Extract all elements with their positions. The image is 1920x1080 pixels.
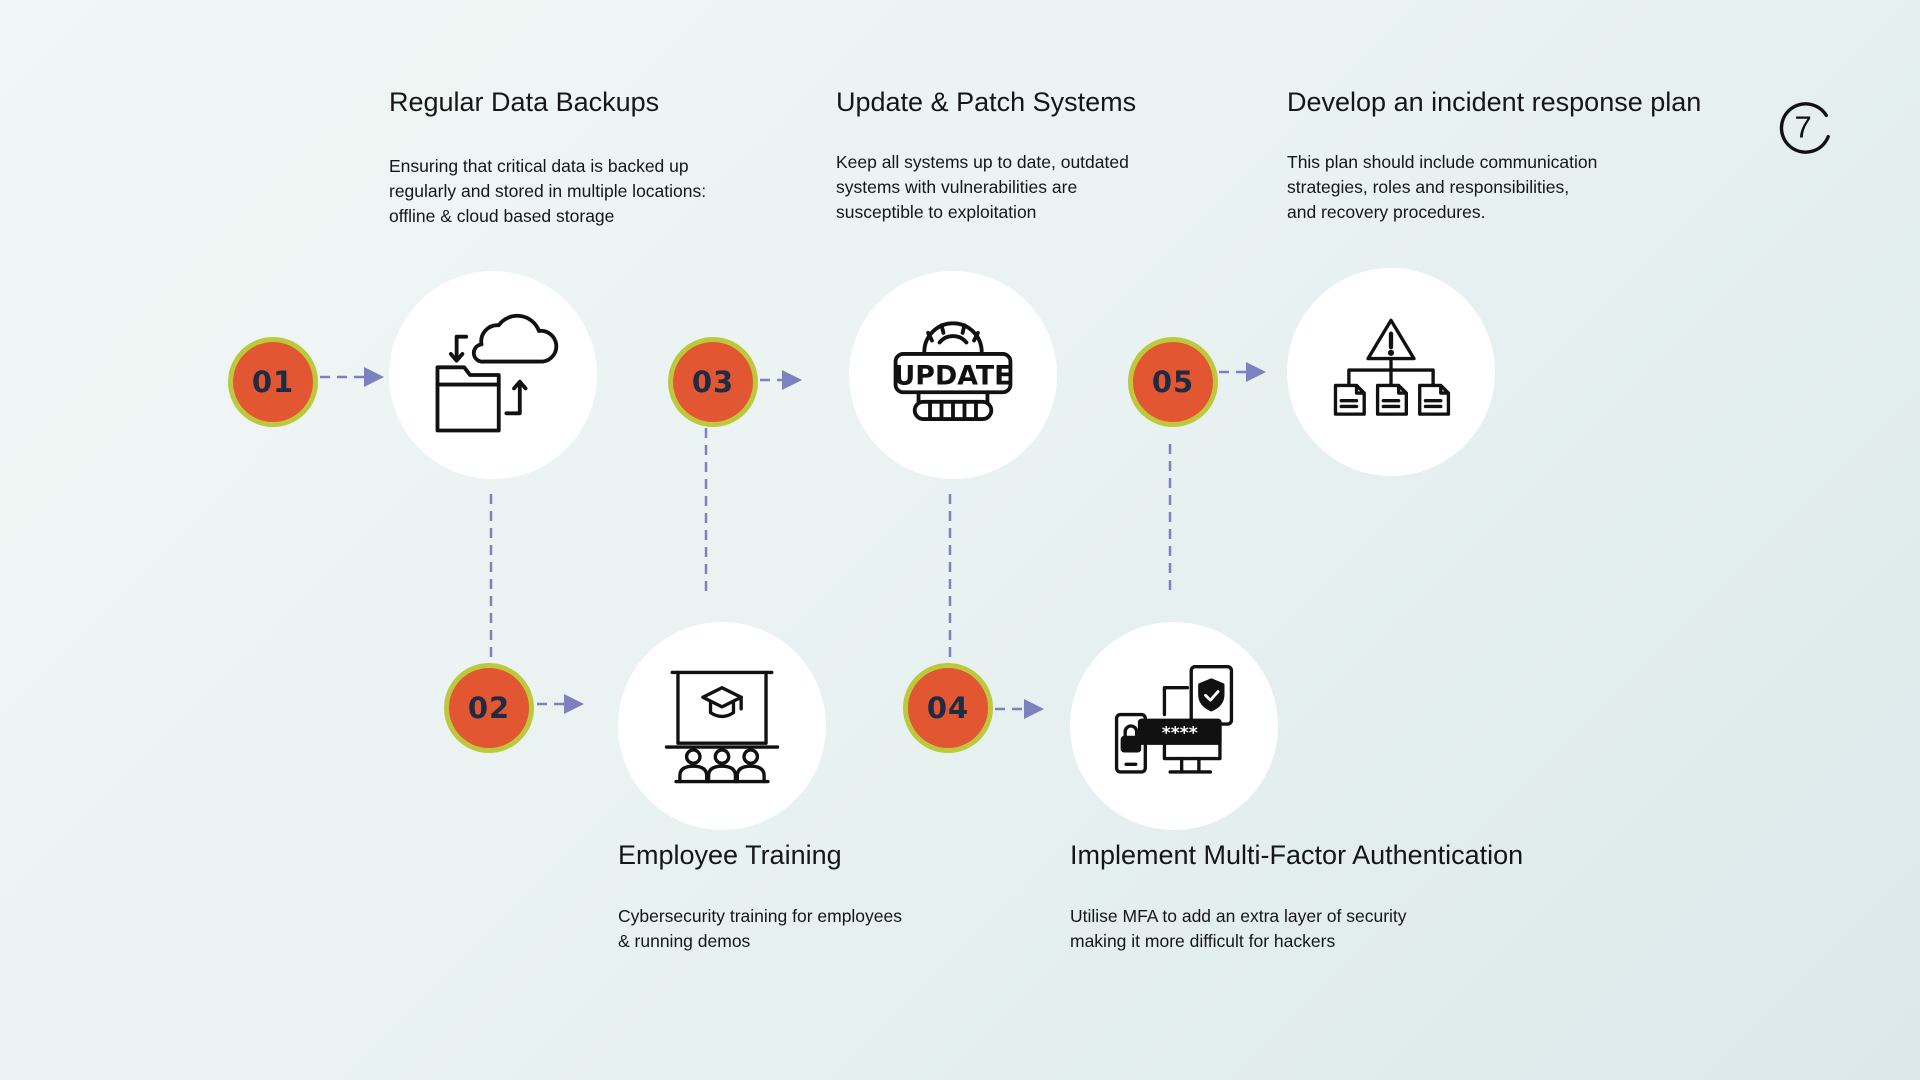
logo-text: 7	[1794, 110, 1811, 145]
step-03-badge: 03	[668, 337, 758, 427]
seven-logo-icon: 7	[1779, 102, 1830, 154]
step-05-title: Develop an incident response plan	[1287, 87, 1702, 117]
cloud-folder-sync-icon	[435, 313, 559, 433]
classroom-training-icon	[664, 670, 780, 784]
step-05-badge: 05	[1128, 337, 1218, 427]
step-03-title: Update & Patch Systems	[836, 87, 1137, 117]
step-04-description: Utilise MFA to add an extra layer of sec…	[1070, 906, 1407, 951]
step-01-title: Regular Data Backups	[389, 87, 660, 117]
step-02-description: Cybersecurity training for employees & r…	[618, 906, 903, 951]
step-03-icon-circle: UPDATE	[849, 271, 1057, 479]
step-03-description: Keep all systems up to date, outdated sy…	[836, 152, 1129, 222]
multi-device-security-icon: ****	[1114, 664, 1234, 774]
step-01-icon-circle	[389, 271, 597, 479]
password-mask-label: ****	[1162, 723, 1198, 743]
step-04-title: Implement Multi-Factor Authentication	[1070, 840, 1524, 870]
step-01-badge: 01	[228, 337, 318, 427]
step-05-description: This plan should include communication s…	[1287, 152, 1598, 222]
step-02-icon-circle	[618, 622, 826, 830]
step-05-icon-circle	[1287, 268, 1495, 476]
incident-hierarchy-icon	[1333, 318, 1451, 416]
step-04-icon-circle: ****	[1070, 622, 1278, 830]
update-gear-icon: UPDATE	[894, 321, 1013, 421]
step-02-badge: 02	[444, 663, 534, 753]
update-icon-label: UPDATE	[894, 361, 1013, 392]
step-01-description: Ensuring that critical data is backed up…	[389, 156, 707, 226]
step-04-badge: 04	[903, 663, 993, 753]
step-02-title: Employee Training	[618, 840, 842, 870]
